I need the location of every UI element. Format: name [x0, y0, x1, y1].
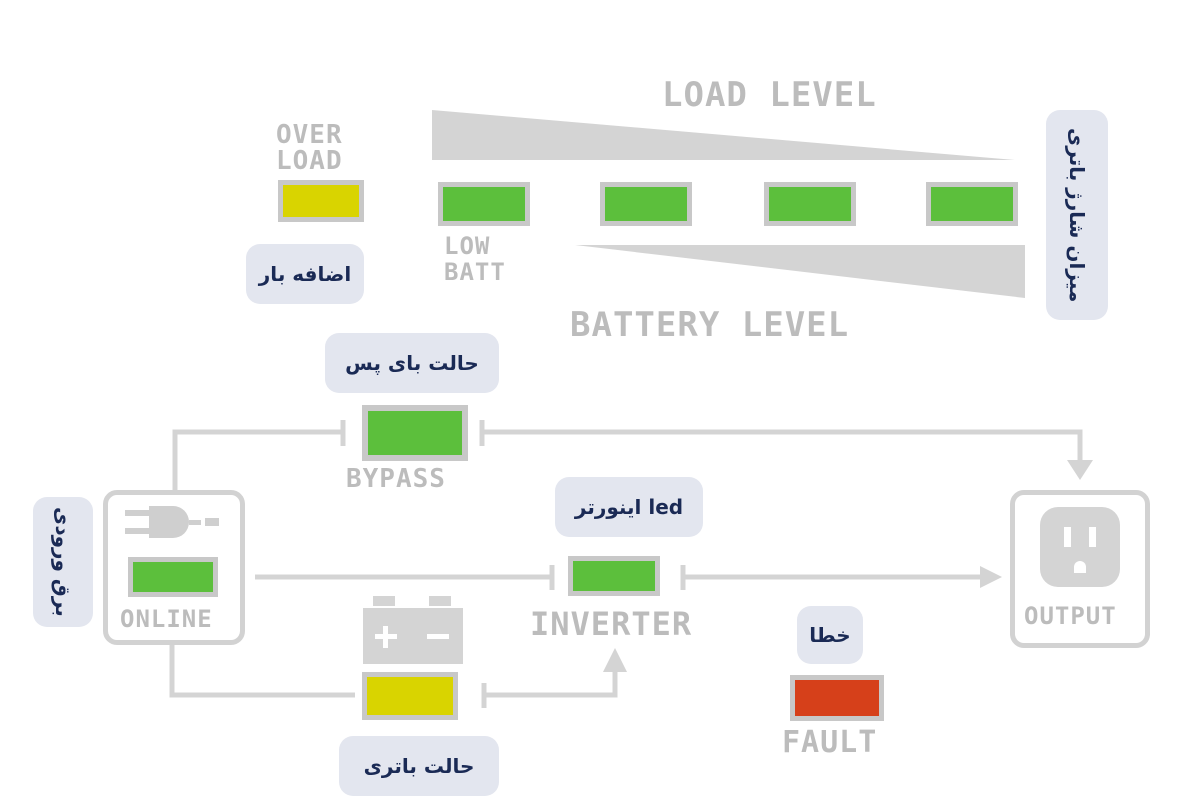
- inverter-led-badge: led اینورتر: [555, 477, 703, 537]
- bypass-label: BYPASS: [346, 464, 446, 494]
- level-led-2: [600, 182, 692, 226]
- inverter-led: [568, 556, 660, 596]
- bypass-mode-badge: حالت بای پس: [325, 333, 499, 393]
- inverter-label: INVERTER: [530, 605, 693, 643]
- battery-mode-badge: حالت باتری: [339, 736, 499, 796]
- load-level-label: LOAD LEVEL: [662, 75, 877, 115]
- overload-badge: اضافه بار: [246, 244, 364, 304]
- load-level-wedge: [432, 110, 1015, 160]
- level-led-1: [438, 182, 530, 226]
- arrow-down-output: [1067, 460, 1093, 480]
- fault-led: [790, 675, 884, 721]
- low-batt-label-line1: LOW: [444, 232, 491, 260]
- fault-label: FAULT: [782, 725, 878, 760]
- over-load-label-line2: LOAD: [276, 146, 343, 176]
- battery-level-wedge: [575, 245, 1025, 298]
- battery-wire-left: [169, 645, 355, 698]
- output-box: [1010, 490, 1150, 648]
- output-label: OUTPUT: [1024, 602, 1117, 630]
- online-led: [128, 557, 218, 597]
- input-power-badge: برق ورودی: [33, 497, 93, 627]
- battery-charge-badge: میزان شارژ باتری: [1046, 110, 1108, 320]
- battery-level-label: BATTERY LEVEL: [570, 305, 850, 345]
- level-led-4: [926, 182, 1018, 226]
- plug-icon: [125, 506, 219, 538]
- fault-badge: خطا: [797, 606, 863, 664]
- bypass-led: [362, 405, 468, 461]
- online-box: [103, 490, 245, 645]
- bypass-wire-right: [484, 429, 1083, 460]
- overload-led: [278, 180, 364, 222]
- online-label: ONLINE: [120, 605, 213, 633]
- battery-icon: [363, 596, 463, 664]
- low-batt-label-line2: BATT: [444, 258, 506, 286]
- battery-wire-right: [486, 670, 618, 698]
- outlet-icon: [1040, 507, 1120, 587]
- battery-led: [362, 672, 458, 720]
- over-load-label-line1: OVER: [276, 120, 343, 150]
- level-led-3: [764, 182, 856, 226]
- arrow-right-output: [980, 566, 1002, 588]
- arrow-up-inverter: [603, 648, 627, 672]
- bypass-wire-left: [172, 429, 345, 490]
